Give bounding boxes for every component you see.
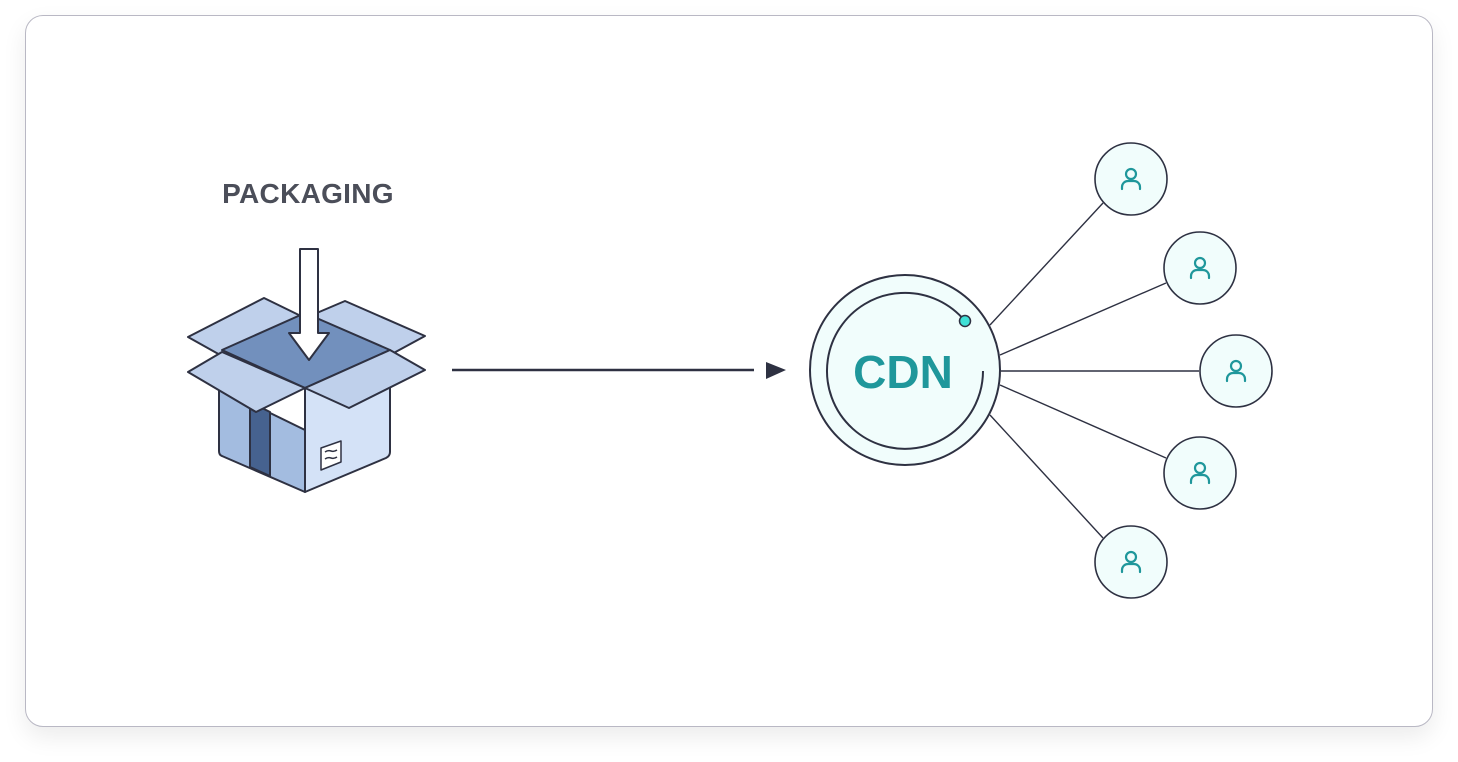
user-icon xyxy=(1120,550,1142,574)
cdn-label: CDN xyxy=(853,346,953,398)
user-node xyxy=(1094,142,1168,216)
box-front-right-flap xyxy=(304,349,426,409)
user-nodes xyxy=(1094,142,1273,599)
connector-line xyxy=(999,282,1167,356)
connector-line xyxy=(989,202,1104,326)
user-node xyxy=(1199,334,1273,408)
user-connectors xyxy=(989,202,1199,539)
cdn-node: CDN xyxy=(809,274,1001,466)
user-node xyxy=(1094,525,1168,599)
user-node xyxy=(1163,231,1237,305)
box-label-icon xyxy=(320,440,342,471)
user-icon xyxy=(1189,256,1211,280)
box-tape xyxy=(249,401,271,477)
connector-line xyxy=(999,384,1167,459)
cdn-outer-ring xyxy=(809,274,1001,466)
packaging-label: PACKAGING xyxy=(222,178,394,209)
connector-line xyxy=(989,414,1104,539)
user-icon xyxy=(1120,167,1142,191)
user-node xyxy=(1163,436,1237,510)
cdn-status-dot xyxy=(958,314,972,328)
down-arrow-icon xyxy=(288,248,330,361)
flow-arrowhead-icon xyxy=(766,362,786,379)
user-icon xyxy=(1189,461,1211,485)
user-icon xyxy=(1225,359,1247,383)
cdn-inner-arc xyxy=(826,291,984,450)
